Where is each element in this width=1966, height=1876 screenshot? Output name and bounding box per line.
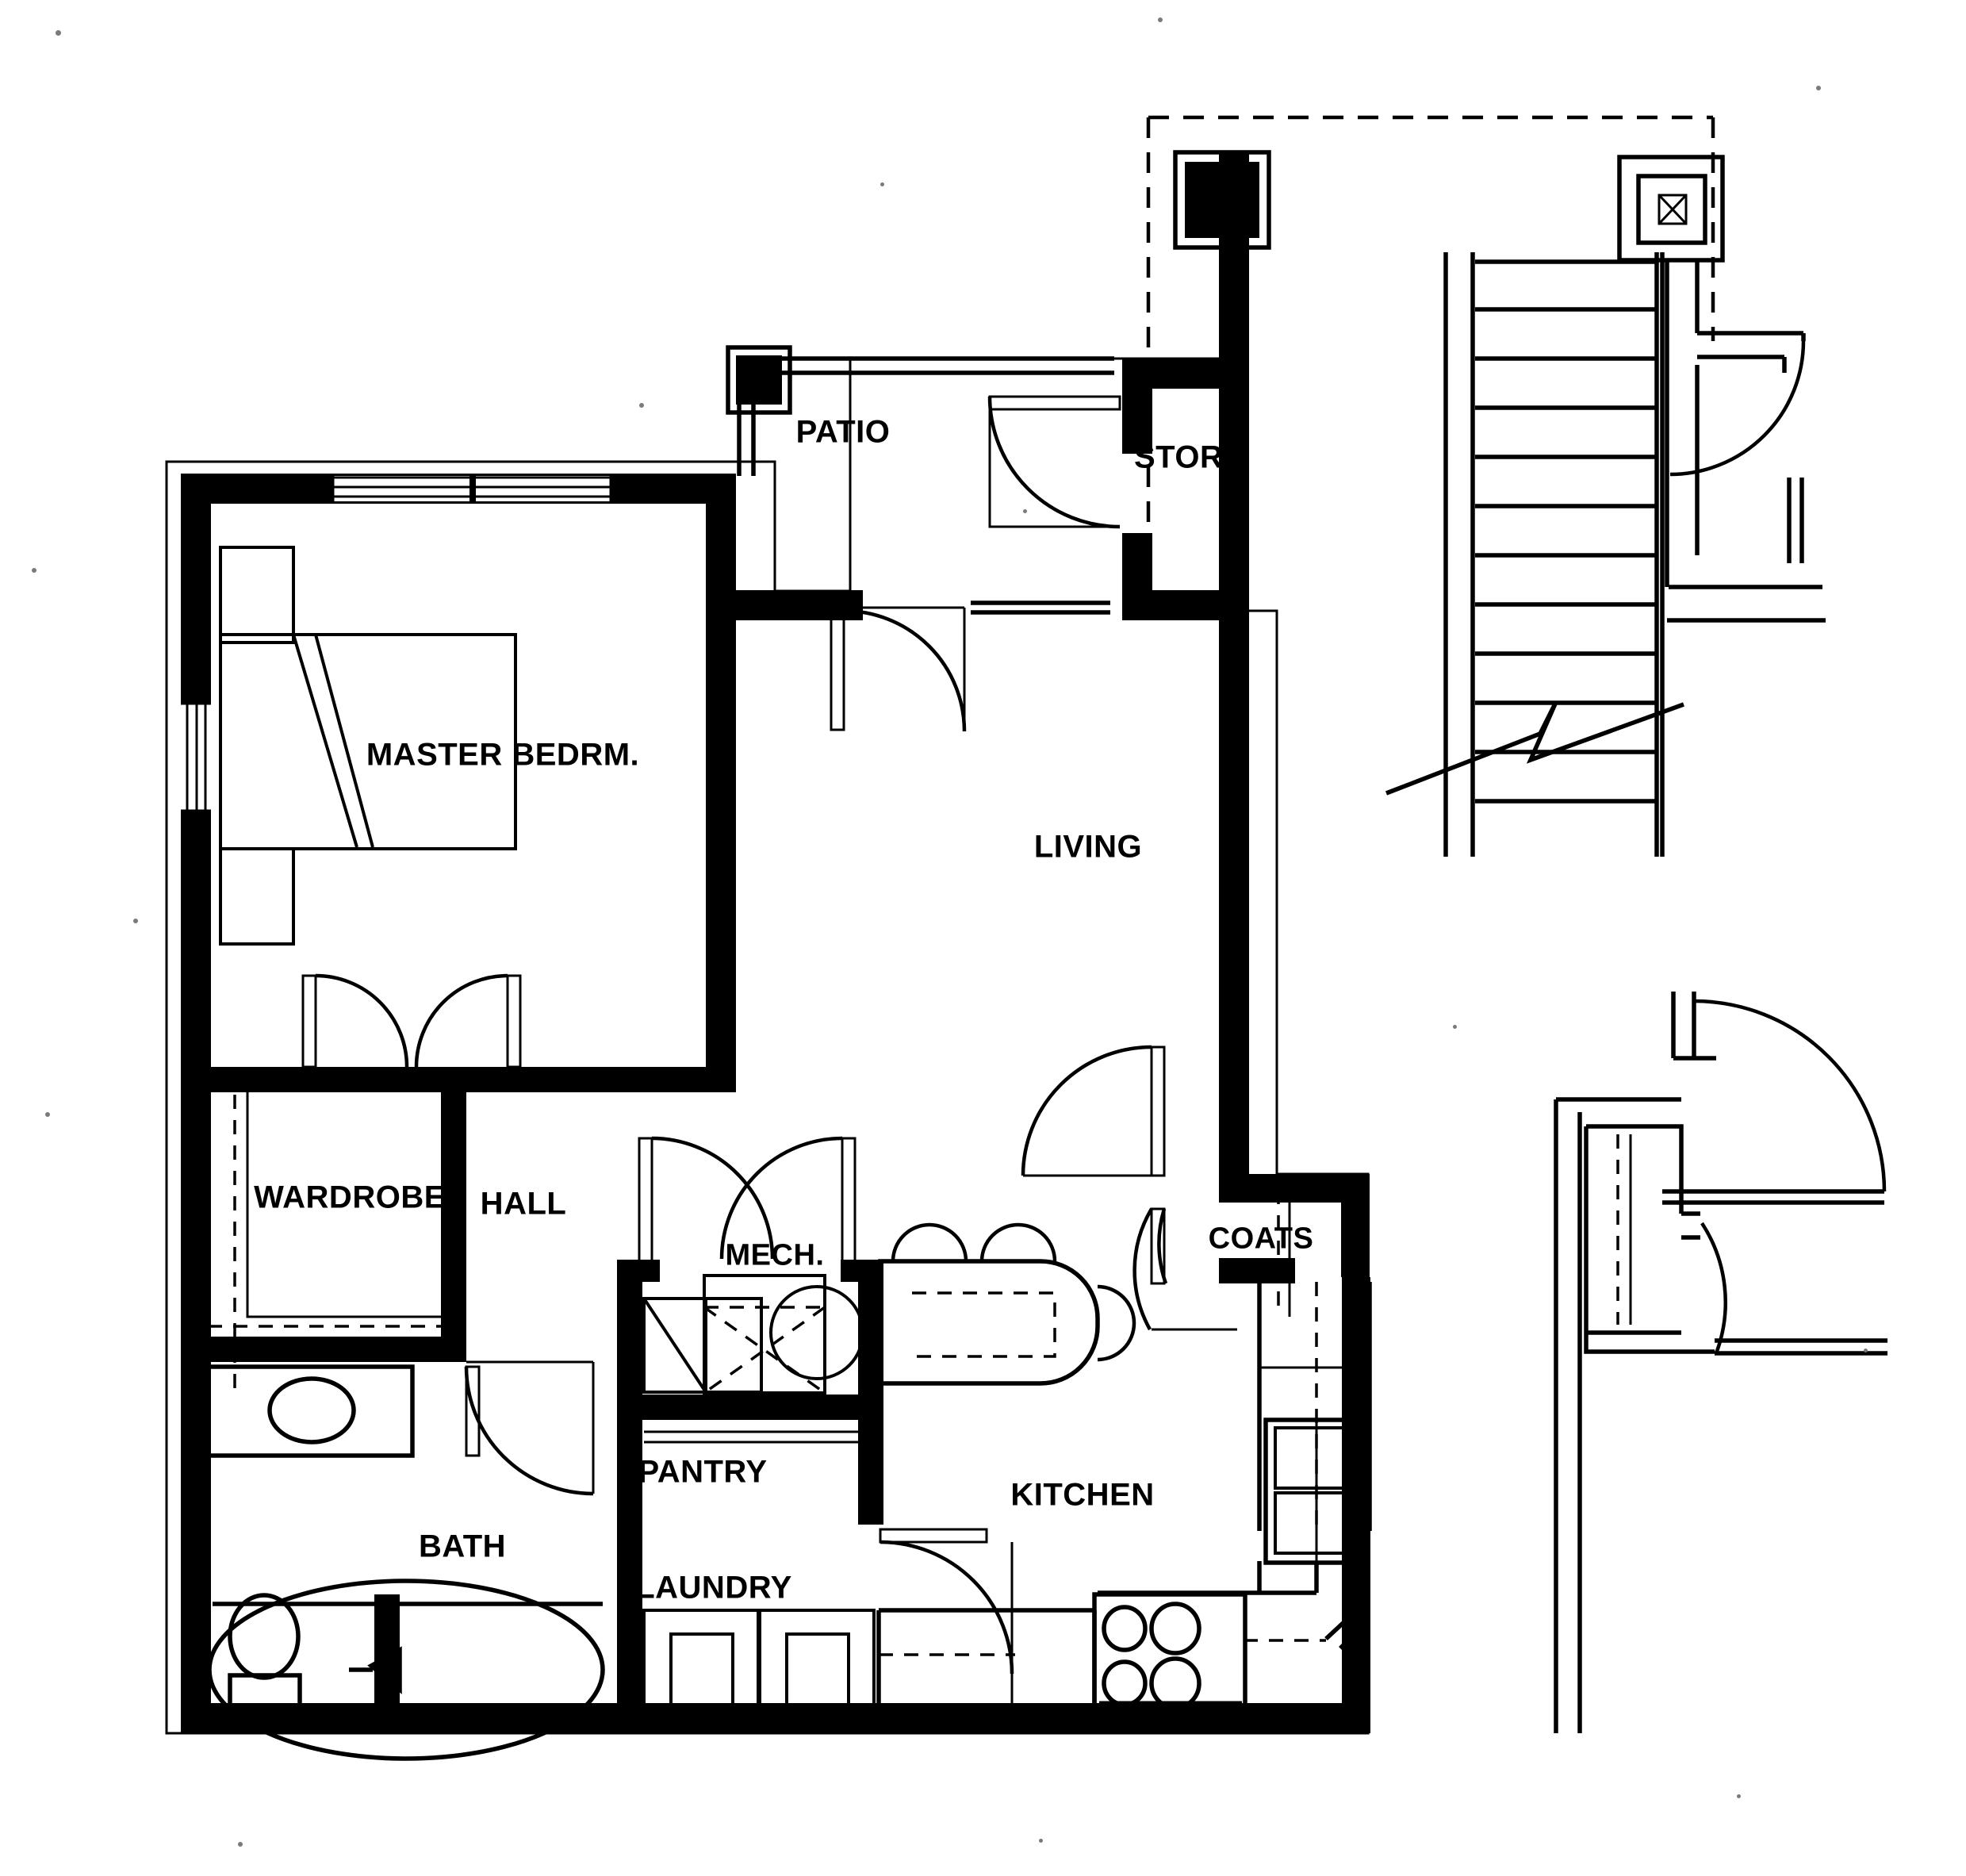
scan-speck [1158, 17, 1163, 22]
scan-speck [1737, 1794, 1741, 1798]
scan-speck [45, 1112, 50, 1117]
scan-speck [32, 568, 36, 573]
room-label-laundry: LAUNDRY [635, 1570, 792, 1606]
room-label-pantry: PANTRY [638, 1454, 768, 1490]
scan-speck [1453, 1025, 1457, 1029]
scan-speck [56, 30, 61, 36]
scan-speck [639, 403, 644, 408]
scan-speck [1023, 509, 1027, 513]
room-label-patio: PATIO [795, 414, 891, 450]
room-label-master-bedroom: MASTER BEDRM. [366, 737, 640, 773]
room-label-bath: BATH [418, 1529, 507, 1564]
scan-speck [133, 919, 138, 923]
scan-speck [238, 1842, 243, 1847]
room-label-mech: MECH. [725, 1238, 825, 1272]
room-label-coats: COATS [1208, 1222, 1314, 1256]
scan-speck [1816, 86, 1821, 90]
room-label-wardrobe: WARDROBE [254, 1180, 446, 1215]
room-label-storage: STOR. [1133, 439, 1233, 475]
room-label-kitchen: KITCHEN [1010, 1477, 1155, 1513]
scan-speck [1864, 1348, 1868, 1352]
scan-speck [1039, 1839, 1043, 1843]
scan-speck [880, 182, 884, 186]
room-label-living: LIVING [1033, 829, 1143, 865]
room-label-hall: HALL [480, 1186, 567, 1222]
